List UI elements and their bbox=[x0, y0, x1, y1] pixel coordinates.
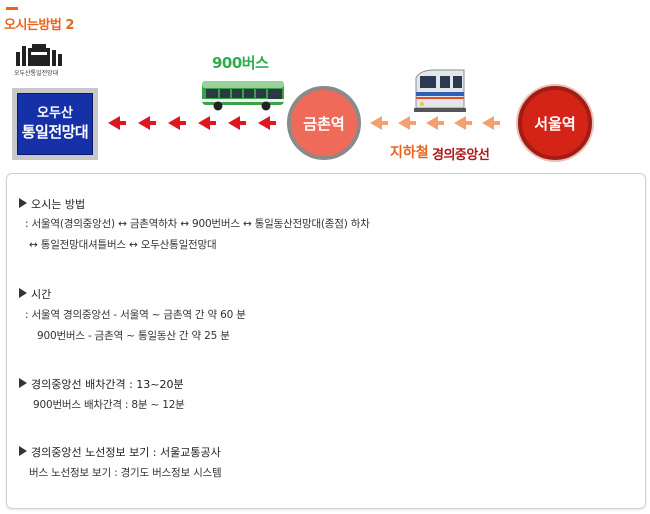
arrow-left-icon bbox=[482, 116, 500, 130]
destination-box: 오두산 통일전망대 bbox=[12, 88, 98, 160]
station-geumchon: 금촌역 bbox=[287, 86, 361, 160]
logo-caption: 오두산통일전망대 bbox=[14, 70, 59, 77]
directions-line-1: : 서울역(경의중앙선) ↔ 금촌역하차 ↔ 900번버스 ↔ 통일동산전망대(… bbox=[25, 218, 370, 230]
section-title-text: 경의중앙선 노선정보 보기 : 서울교통공사 bbox=[31, 446, 221, 459]
info-panel: 오시는 방법 : 서울역(경의중앙선) ↔ 금촌역하차 ↔ 900번버스 ↔ 통… bbox=[6, 173, 646, 509]
arrow-left-icon bbox=[138, 116, 156, 130]
observatory-logo-icon bbox=[16, 44, 62, 66]
section-title-text: 경의중앙선 배차간격 : 13~20분 bbox=[31, 378, 184, 391]
time-line-2: 900번버스 - 금촌역 ~ 통일동산 간 약 25 분 bbox=[37, 330, 230, 342]
station-seoul: 서울역 bbox=[518, 86, 592, 160]
arrow-left-icon bbox=[426, 116, 444, 130]
destination-name-line1: 오두산 bbox=[37, 106, 73, 121]
route-info-line-1: 버스 노선정보 보기 : 경기도 버스정보 시스템 bbox=[29, 467, 222, 479]
arrow-left-icon bbox=[108, 116, 126, 130]
page-title: 오시는방법 2 bbox=[4, 18, 74, 33]
subway-label: 지하철 bbox=[390, 145, 429, 161]
train-icon bbox=[414, 69, 466, 112]
bullet-triangle-icon bbox=[19, 378, 27, 388]
destination-name-line2: 통일전망대 bbox=[21, 123, 89, 141]
arrow-left-icon bbox=[454, 116, 472, 130]
section-title-directions: 오시는 방법 bbox=[19, 196, 85, 212]
arrow-left-icon bbox=[228, 116, 246, 130]
rail-line-label: 경의중앙선 bbox=[432, 148, 490, 163]
section-title-interval: 경의중앙선 배차간격 : 13~20분 bbox=[19, 376, 184, 392]
arrow-left-icon bbox=[258, 116, 276, 130]
section-title-text: 오시는 방법 bbox=[31, 198, 86, 211]
arrow-left-icon bbox=[370, 116, 388, 130]
bullet-triangle-icon bbox=[19, 288, 27, 298]
arrow-left-icon bbox=[198, 116, 216, 130]
bus-route-label: 900버스 bbox=[212, 54, 269, 72]
section-title-time: 시간 bbox=[19, 286, 51, 302]
interval-line-1: 900번버스 배차간격 : 8분 ~ 12분 bbox=[33, 399, 185, 411]
arrow-left-icon bbox=[398, 116, 416, 130]
section-title-text: 시간 bbox=[31, 288, 52, 301]
title-accent-bar bbox=[6, 7, 18, 10]
directions-line-2: ↔ 통일전망대셔틀버스 ↔ 오두산통일전망대 bbox=[29, 239, 217, 251]
bus-icon bbox=[202, 81, 284, 111]
arrow-left-icon bbox=[168, 116, 186, 130]
time-line-1: : 서울역 경의중앙선 - 서울역 ~ 금촌역 간 약 60 분 bbox=[25, 309, 246, 321]
section-title-route-info: 경의중앙선 노선정보 보기 : 서울교통공사 bbox=[19, 444, 221, 460]
bullet-triangle-icon bbox=[19, 198, 27, 208]
bullet-triangle-icon bbox=[19, 446, 27, 456]
